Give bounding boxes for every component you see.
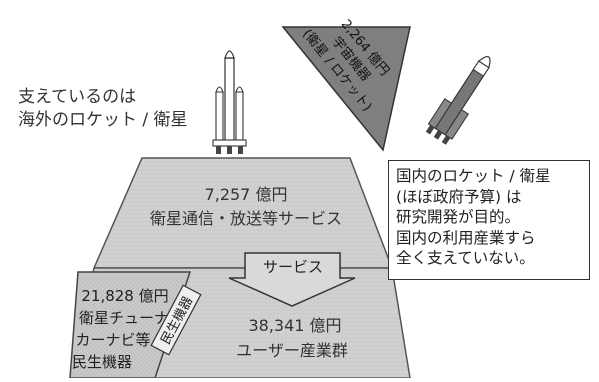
consumer-devices-amount: 21,828 億円 xyxy=(81,287,168,305)
support-caption: 支えているのは 海外のロケット / 衛星 xyxy=(18,86,188,132)
services-amount: 7,257 億円 xyxy=(205,185,288,204)
support-caption-line2: 海外のロケット / 衛星 xyxy=(18,110,188,130)
domestic-note-box: 国内のロケット / 衛星 (ほぼ政府予算) は 研究開発が目的。 国内の利用産業… xyxy=(388,160,590,280)
user-industries-amount: 38,341 億円 xyxy=(248,316,341,335)
user-industries-label: ユーザー産業群 xyxy=(236,341,348,360)
support-caption-line1: 支えているのは xyxy=(18,87,137,107)
rocket-diagonal-icon xyxy=(425,55,491,145)
note-line-1: 国内のロケット / 衛星 xyxy=(396,167,551,185)
consumer-devices-line4: 民生機器 xyxy=(72,353,132,371)
consumer-devices-line2: 衛星チューナ xyxy=(79,309,169,327)
note-line-5: 全く支えていない。 xyxy=(396,249,535,267)
service-arrow xyxy=(228,252,356,307)
note-line-3: 研究開発が目的。 xyxy=(396,208,521,226)
note-line-4: 国内の利用産業すら xyxy=(396,228,536,247)
services-label: 衛星通信・放送等サービス xyxy=(150,209,342,228)
consumer-devices-line3: カーナビ等 xyxy=(75,331,150,349)
space-equipment-triangle xyxy=(281,26,411,152)
arrow-label: サービス xyxy=(263,258,323,276)
note-line-2: (ほぼ政府予算) は xyxy=(396,187,522,206)
rocket-upright-icon xyxy=(212,50,247,154)
